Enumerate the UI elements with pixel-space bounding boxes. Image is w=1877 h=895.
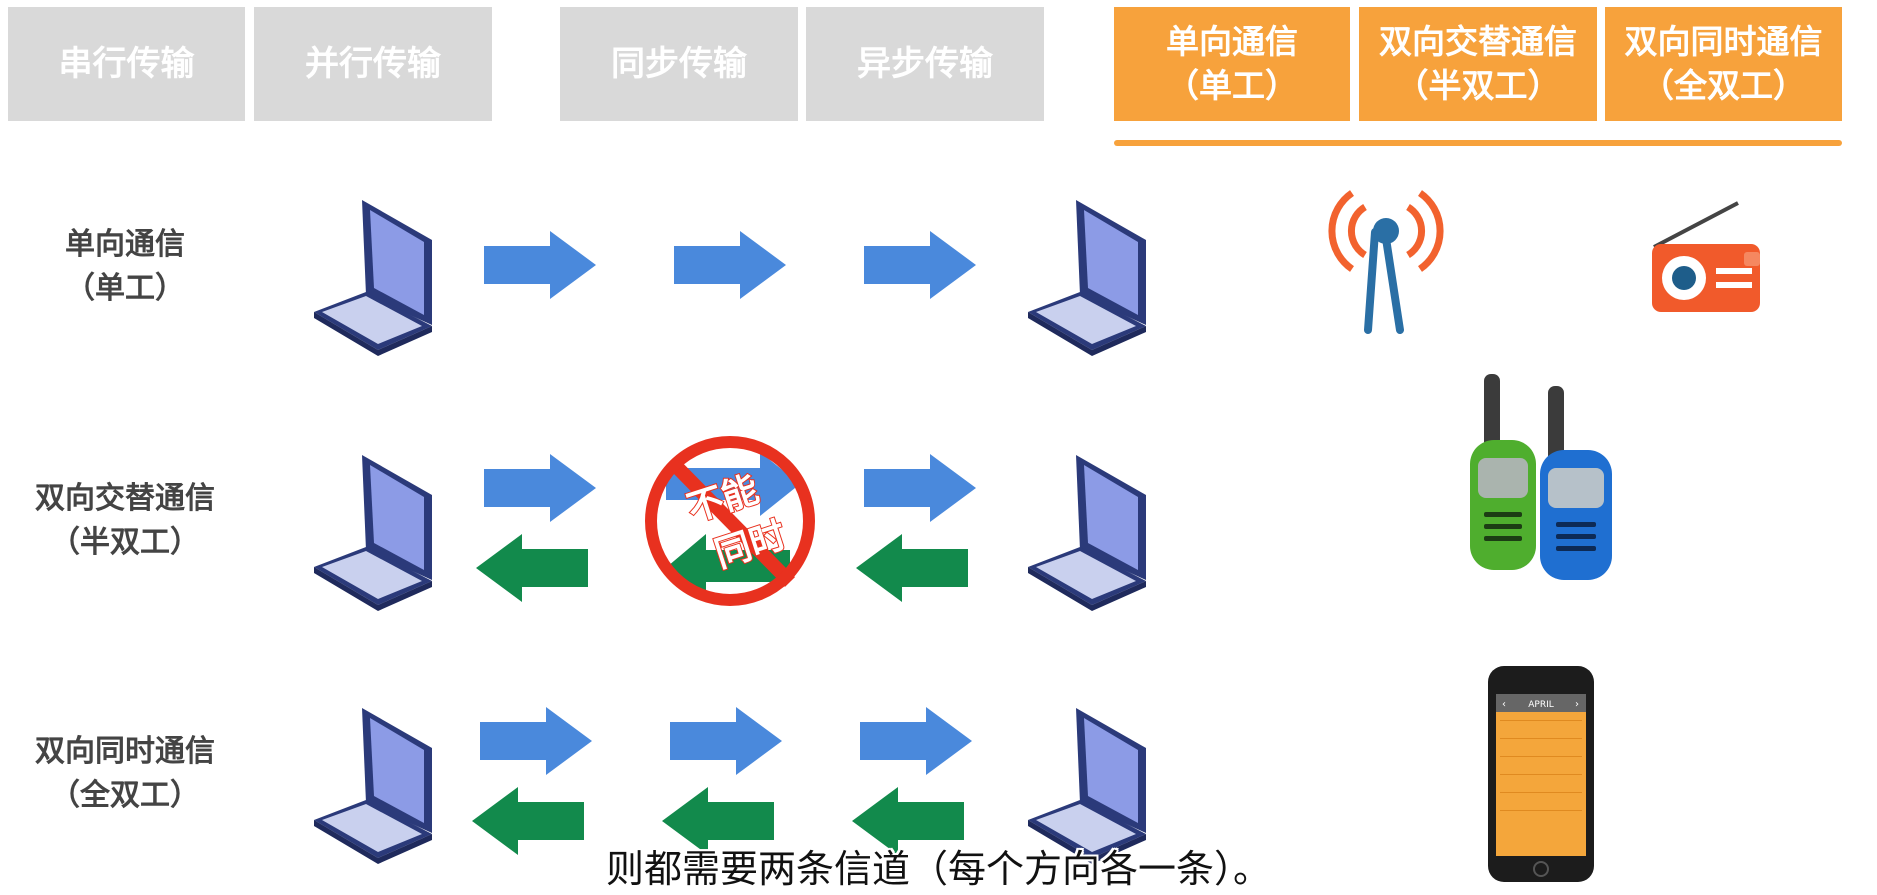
phone-calendar-month: APRIL [1528,700,1554,710]
row-label-simplex-line2: （单工） [65,271,185,306]
tab-half-duplex-line1: 双向交替通信 [1379,22,1577,61]
row-label-full-duplex-line1: 双向同时通信 [35,734,215,769]
tab-simplex-line2: （单工） [1166,66,1298,105]
arrow-right-icon [860,707,972,775]
arrow-right-icon [864,454,976,522]
tab-serial-transmission[interactable]: 串行传输 [8,7,245,121]
laptop-icon [1028,455,1146,611]
active-section-underline [1114,140,1842,146]
tab-full-duplex[interactable]: 双向同时通信 （全双工） [1605,7,1842,121]
laptop-icon [314,200,432,356]
tab-synchronous-transmission[interactable]: 同步传输 [560,7,798,121]
tab-simplex-line1: 单向通信 [1166,22,1298,61]
arrow-right-icon [864,231,976,299]
arrow-right-icon [484,231,596,299]
subtitle-caption: 则都需要两条信道（每个方向各一条）。 [605,847,1271,891]
chevron-right-icon: › [1575,699,1579,710]
arrow-right-icon [674,231,786,299]
row-label-simplex: 单向通信 （单工） [0,223,250,311]
arrow-left-icon [476,534,588,602]
arrow-right-icon [484,454,596,522]
arrow-right-icon [670,707,782,775]
not-simultaneous-stamp: 不能 同时 [645,436,815,606]
antenna-icon [1328,190,1444,334]
row-label-full-duplex: 双向同时通信 （全双工） [0,730,250,818]
row-label-simplex-line1: 单向通信 [65,227,185,262]
tab-full-duplex-line2: （全双工） [1641,66,1806,105]
row-label-half-duplex: 双向交替通信 （半双工） [0,477,250,565]
radio-icon [1652,201,1760,312]
walkie-talkie-icon [1470,374,1612,580]
laptop-icon [314,455,432,611]
arrow-right-icon [480,707,592,775]
tab-parallel-transmission[interactable]: 并行传输 [254,7,492,121]
row-label-half-duplex-line2: （半双工） [50,525,200,560]
row-label-full-duplex-line2: （全双工） [50,778,200,813]
tab-half-duplex-line2: （半双工） [1395,66,1561,105]
row-label-half-duplex-line1: 双向交替通信 [35,481,215,516]
laptop-icon [1028,200,1146,356]
tab-half-duplex[interactable]: 双向交替通信 （半双工） [1359,7,1597,121]
calendar-grid [1500,720,1582,811]
arrow-left-icon [856,534,968,602]
chevron-left-icon: ‹ [1502,699,1506,710]
tab-full-duplex-line1: 双向同时通信 [1624,22,1823,61]
home-button [1533,861,1549,877]
smartphone-icon: APRIL ‹ › [1488,666,1594,882]
tab-asynchronous-transmission[interactable]: 异步传输 [806,7,1044,121]
tab-simplex[interactable]: 单向通信 （单工） [1114,7,1350,121]
